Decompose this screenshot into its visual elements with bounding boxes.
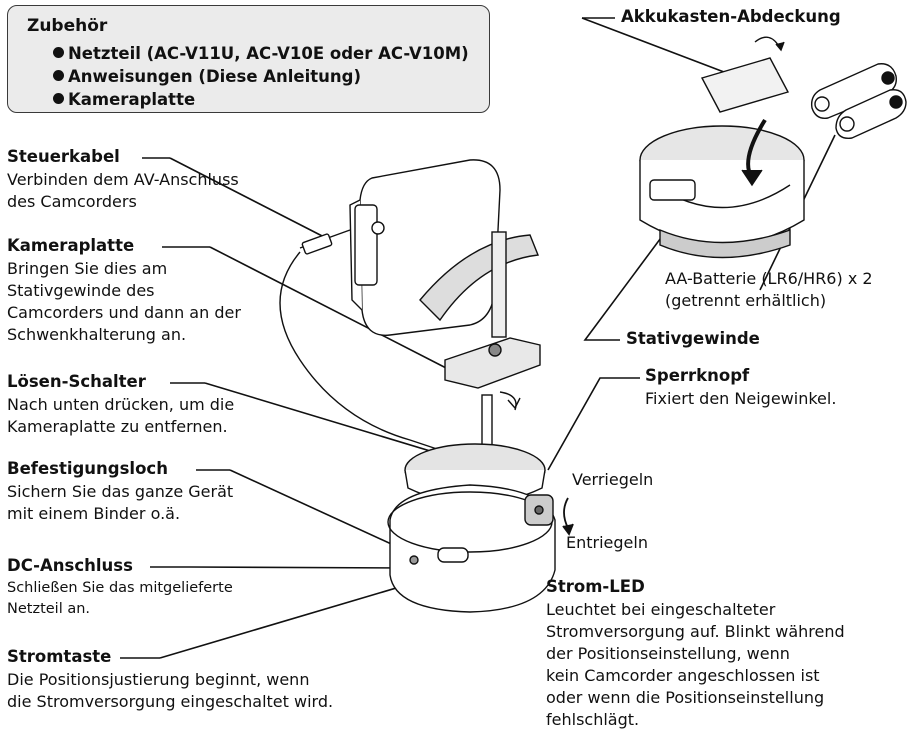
desc-stromled-1: Leuchtet bei eingeschalteter xyxy=(546,600,776,619)
accessory-item-kameraplatte: Kameraplatte xyxy=(53,90,195,109)
leader-kameraplatte-diag xyxy=(209,246,451,371)
bullet-icon xyxy=(53,70,64,81)
label-stromtaste: Stromtaste xyxy=(7,647,112,666)
accessory-item-netzteil: Netzteil (AC-V11U, AC-V10E oder AC-V10M) xyxy=(53,44,469,63)
pan-head-base-drawing xyxy=(387,443,556,613)
label-sperrknopf: Sperrknopf xyxy=(645,366,750,385)
camcorder-drawing xyxy=(349,159,539,338)
desc-befestigung-1: Sichern Sie das ganze Gerät xyxy=(7,482,234,501)
desc-stromled-6: fehlschlägt. xyxy=(546,710,640,729)
label-kameraplatte: Kameraplatte xyxy=(7,236,135,255)
desc-batterie-2: (getrennt erhältlich) xyxy=(665,291,827,310)
label-befestigungsloch: Befestigungsloch xyxy=(7,459,168,478)
bullet-icon xyxy=(53,47,64,58)
accessory-item-anweisungen: Anweisungen (Diese Anleitung) xyxy=(53,67,361,86)
desc-batterie-1: AA-Batterie (LR6/HR6) x 2 xyxy=(665,269,873,288)
label-stativgewinde: Stativgewinde xyxy=(626,329,760,348)
desc-befestigung-2: mit einem Binder o.ä. xyxy=(7,504,181,523)
label-akkukasten-abdeckung: Akkukasten-Abdeckung xyxy=(621,7,841,26)
control-cable-drawing xyxy=(279,229,471,461)
desc-dc-2: Netzteil an. xyxy=(7,601,91,617)
accessories-box: Zubehör Netzteil (AC-V11U, AC-V10E oder … xyxy=(7,5,490,113)
desc-kameraplatte-4: Schwenkhalterung an. xyxy=(7,325,187,344)
desc-stromled-4: kein Camcorder angeschlossen ist xyxy=(546,666,820,685)
desc-steuerkabel-2: des Camcorders xyxy=(7,192,137,211)
desc-stromled-3: der Positionseinstellung, wenn xyxy=(546,644,790,663)
label-loesen-schalter: Lösen-Schalter xyxy=(7,372,146,391)
leader-steuerkabel-diag xyxy=(169,157,331,241)
label-strom-led: Strom-LED xyxy=(546,577,645,596)
desc-stromtaste-1: Die Positionsjustierung beginnt, wenn xyxy=(7,670,310,689)
batteries-drawing xyxy=(810,63,907,139)
label-steuerkabel: Steuerkabel xyxy=(7,147,120,166)
desc-loesen-2: Kameraplatte zu entfernen. xyxy=(7,417,228,436)
battery-cover-drawing xyxy=(700,36,790,113)
desc-loesen-1: Nach unten drücken, um die xyxy=(7,395,235,414)
desc-sperrknopf: Fixiert den Neigewinkel. xyxy=(645,389,837,408)
desc-dc-1: Schließen Sie das mitgelieferte xyxy=(7,580,233,596)
label-verriegeln: Verriegeln xyxy=(572,470,654,489)
base-bottom-view-drawing xyxy=(639,118,805,259)
desc-kameraplatte-2: Stativgewinde des xyxy=(7,281,155,300)
camera-plate-drawing xyxy=(444,337,541,411)
desc-stromled-2: Stromversorgung auf. Blinkt während xyxy=(546,622,845,641)
desc-steuerkabel-1: Verbinden dem AV-Anschluss xyxy=(7,170,239,189)
bullet-icon xyxy=(53,93,64,104)
label-entriegeln: Entriegeln xyxy=(566,533,648,552)
desc-kameraplatte-3: Camcorders und dann an der xyxy=(7,303,241,322)
accessories-title: Zubehör xyxy=(27,16,108,36)
desc-stromled-5: oder wenn die Positionseinstellung xyxy=(546,688,825,707)
desc-kameraplatte-1: Bringen Sie dies am xyxy=(7,259,168,278)
label-dc-anschluss: DC-Anschluss xyxy=(7,556,133,575)
desc-stromtaste-2: die Stromversorgung eingeschaltet wird. xyxy=(7,692,334,711)
lock-rotation-arrow xyxy=(562,497,574,536)
